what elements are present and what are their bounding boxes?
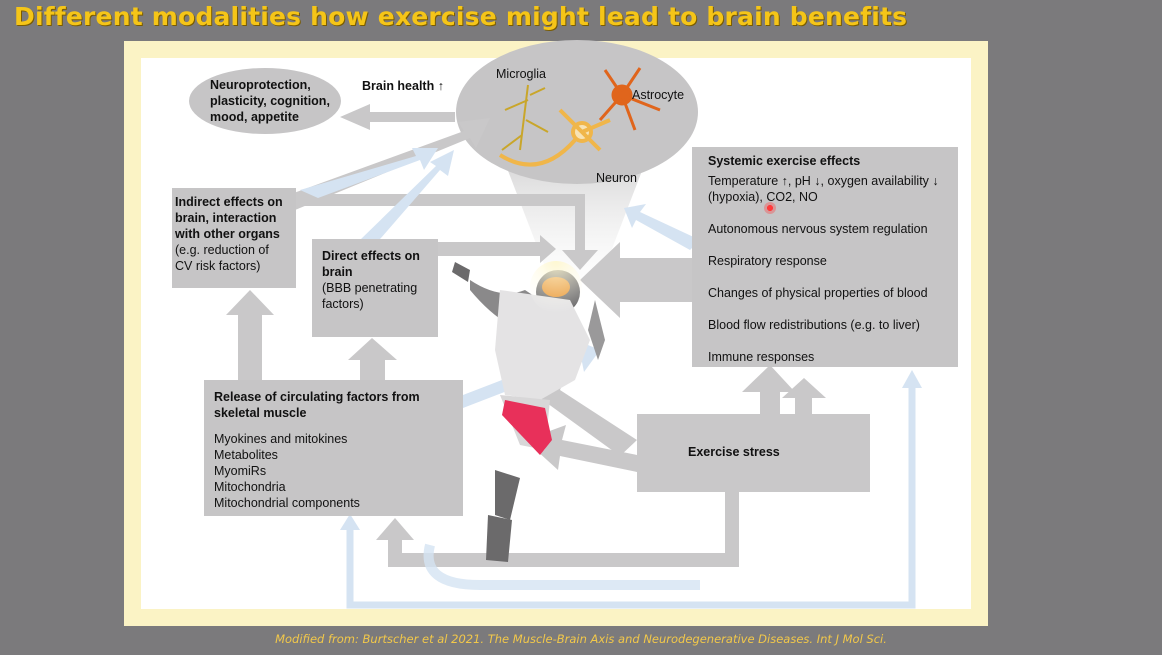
blue-loop-arrowhead-right xyxy=(902,370,922,388)
release-item-2: Metabolites xyxy=(214,448,278,462)
neuroprotection-line-2: plasticity, cognition, xyxy=(210,94,330,108)
runner-figure xyxy=(452,261,605,562)
loop-arrow-to-release xyxy=(388,492,739,567)
indirect-heading-1: Indirect effects on xyxy=(175,195,283,209)
neuron-label: Neuron xyxy=(596,171,637,185)
arrow-release-to-indirect xyxy=(226,290,274,380)
microglia-label: Microglia xyxy=(496,67,547,81)
exercise-stress-shape xyxy=(637,414,870,492)
systemic-item-1: Temperature ↑, pH ↓, oxygen availability… xyxy=(708,174,939,188)
source-caption: Modified from: Burtscher et al 2021. The… xyxy=(275,632,887,646)
direct-detail-2: factors) xyxy=(322,297,364,311)
systemic-heading: Systemic exercise effects xyxy=(708,154,861,168)
blue-arrow-systemic-up xyxy=(624,204,700,250)
blue-arrows xyxy=(300,148,922,609)
blue-loop-inner xyxy=(423,543,700,590)
brain-health-label: Brain health ↑ xyxy=(362,79,444,93)
slide-title: Different modalities how exercise might … xyxy=(14,2,908,31)
systemic-item-3: Autonomous nervous system regulation xyxy=(708,222,928,236)
indirect-detail-2: CV risk factors) xyxy=(175,259,261,273)
exercise-stress-label: Exercise stress xyxy=(688,445,780,459)
arrow-to-neuroprotection xyxy=(340,104,455,130)
arrow-exercise-to-systemic xyxy=(742,365,795,414)
blue-arrow-indirect-up xyxy=(300,148,438,198)
direct-heading-1: Direct effects on xyxy=(322,249,420,263)
blue-arrow-direct-up xyxy=(360,150,454,246)
systemic-item-6: Blood flow redistributions (e.g. to live… xyxy=(708,318,920,332)
release-heading-1: Release of circulating factors from xyxy=(214,390,420,404)
cursor-pointer-icon xyxy=(764,202,776,214)
neuroprotection-text: Neuroprotection, plasticity, cognition, … xyxy=(210,77,330,125)
arrow-exercise-to-muscle xyxy=(525,425,637,472)
microglia-cell xyxy=(501,84,549,151)
indirect-detail-1: (e.g. reduction of xyxy=(175,243,269,257)
blue-loop-arrowhead-left xyxy=(340,514,360,530)
systemic-item-2: (hypoxia), CO2, NO xyxy=(708,190,818,204)
arrow-direct-to-brain xyxy=(438,235,556,263)
loop-arrowhead xyxy=(376,518,414,540)
astrocyte-label: Astrocyte xyxy=(632,88,685,102)
arrow-indirect-to-brain xyxy=(295,194,598,270)
indirect-heading-2: brain, interaction xyxy=(175,211,277,225)
neuroprotection-ellipse xyxy=(189,68,341,134)
arrow-exercise-right-up xyxy=(782,378,826,414)
release-item-5: Mitochondrial components xyxy=(214,496,360,510)
arrow-systemic-to-brain xyxy=(580,242,693,318)
release-heading-2: skeletal muscle xyxy=(214,406,307,420)
direct-detail-1: (BBB penetrating xyxy=(322,281,418,295)
blue-loop-arrow xyxy=(346,388,916,609)
systemic-item-5: Changes of physical properties of blood xyxy=(708,286,928,300)
release-factors-box: Release of circulating factors from skel… xyxy=(204,380,463,516)
release-item-1: Myokines and mitokines xyxy=(214,432,348,446)
direct-effects-box: Direct effects on brain (BBB penetrating… xyxy=(312,239,438,337)
brain-cells-ellipse xyxy=(456,40,698,184)
neuroprotection-line-3: mood, appetite xyxy=(210,110,299,124)
arrow-release-to-direct xyxy=(348,338,397,380)
systemic-item-7: Immune responses xyxy=(708,350,815,364)
indirect-heading-3: with other organs xyxy=(175,227,280,241)
systemic-item-4: Respiratory response xyxy=(708,254,827,268)
astrocyte-cell xyxy=(598,67,661,131)
neuroprotection-line-1: Neuroprotection, xyxy=(210,78,311,92)
release-item-4: Mitochondria xyxy=(214,480,286,494)
direct-heading-2: brain xyxy=(322,265,353,279)
indirect-effects-box: Indirect effects on brain, interaction w… xyxy=(172,188,296,288)
neuron-cell xyxy=(498,108,611,167)
systemic-effects-box: Systemic exercise effects Temperature ↑,… xyxy=(692,147,958,367)
release-item-3: MyomiRs xyxy=(214,464,267,478)
